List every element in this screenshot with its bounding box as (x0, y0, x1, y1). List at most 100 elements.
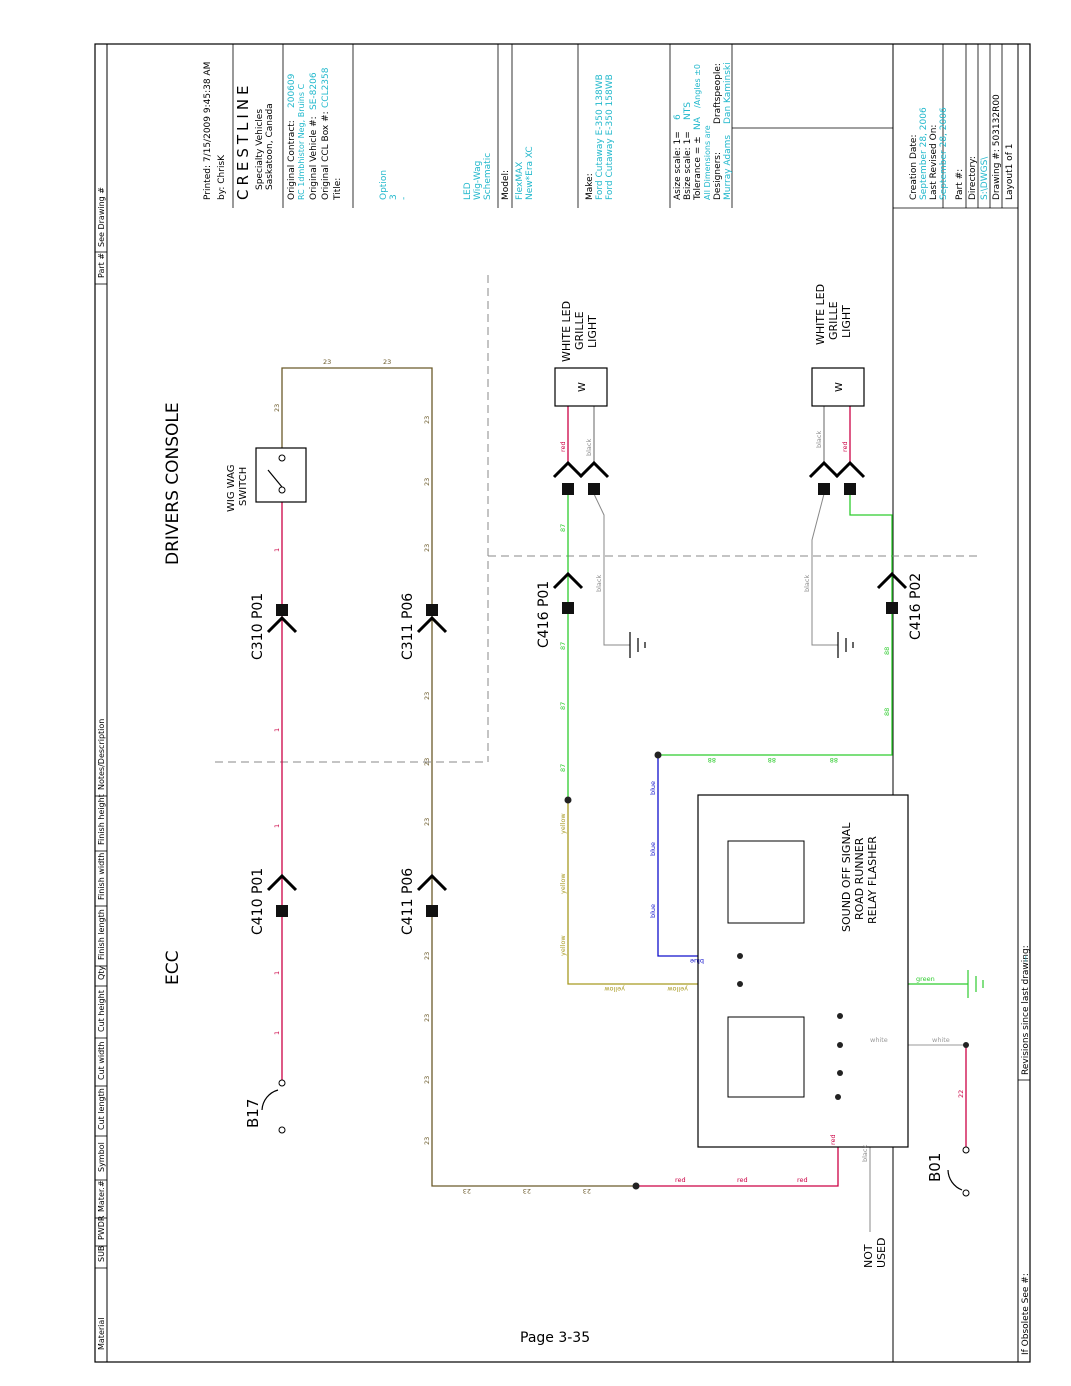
svg-text:blue: blue (690, 957, 704, 965)
switch-label-2: SWITCH (238, 467, 249, 506)
tolerance-extra: /Angles ±0 (693, 64, 702, 108)
connector-c416-p01: C416 P01 (536, 571, 584, 648)
not-used-label-2: USED (875, 1238, 888, 1268)
junction-yellow (564, 796, 572, 804)
region-ecc: ECC (163, 951, 183, 985)
original-vehicle-value: SE-8206 (309, 72, 319, 110)
model-label: Model: (501, 170, 511, 200)
terminal-b17-label: B17 (244, 1099, 262, 1128)
light-2-label-3: LIGHT (840, 305, 853, 338)
svg-text:23: 23 (423, 1076, 431, 1084)
junction-red (632, 1182, 640, 1190)
header-column-dividers (95, 251, 107, 1269)
connector-c310-label: C310 P01 (250, 593, 266, 660)
svg-text:88: 88 (830, 756, 838, 764)
flasher-label-2: ROAD RUNNER (853, 837, 866, 920)
wire-labels: 1 1 1 1 1 23 23 23 23 23 23 23 23 23 23 … (273, 358, 965, 1195)
connector-c311: C311 P06 (400, 593, 448, 660)
svg-text:red: red (675, 1176, 686, 1184)
light-connectors (552, 460, 866, 495)
white-led-grille-light-1: W WHITE LED GRILLE LIGHT (554, 301, 608, 407)
white-led-grille-light-2: W WHITE LED GRILLE LIGHT (811, 284, 865, 407)
original-contract-value: 200609 (287, 73, 297, 108)
header-col-material: Material (97, 1318, 106, 1351)
connector-c416-p01-label: C416 P01 (536, 581, 552, 648)
svg-text:1: 1 (273, 728, 281, 732)
connector-c310: C310 P01 (250, 593, 298, 660)
title-label: Title: (333, 178, 343, 201)
title-value-3: Schematic (483, 153, 493, 200)
connector-c416-p02: C416 P02 (876, 571, 924, 640)
option-line-2: 3 (389, 194, 399, 200)
light-2-label-2: GRILLE (827, 301, 840, 340)
sheet-border (94, 43, 1031, 1363)
obsolete-label: If Obsolete See #: (1021, 1273, 1031, 1355)
svg-text:23: 23 (273, 404, 281, 412)
original-contract-label: Original Contract: (287, 120, 297, 200)
model-value-1: FlexMAX (515, 162, 525, 200)
junction-blue (654, 751, 662, 759)
svg-text:23: 23 (323, 358, 331, 366)
svg-text:23: 23 (423, 1137, 431, 1145)
svg-text:yellow: yellow (604, 985, 625, 993)
svg-text:23: 23 (423, 544, 431, 552)
svg-text:23: 23 (383, 358, 391, 366)
draftspeople-label: Draftspeople: (713, 63, 723, 124)
svg-text:1: 1 (273, 1031, 281, 1035)
header-strip: Material SUB PWDR Mater.# Symbol Cut len… (97, 187, 106, 1350)
directory-value: S:\DWGS\ (980, 156, 990, 200)
light-1-label-2: GRILLE (573, 311, 586, 350)
connector-c311-label: C311 P06 (400, 593, 416, 660)
svg-text:23: 23 (423, 818, 431, 826)
terminal-b01: B01 (926, 1146, 970, 1197)
light-1-label-3: LIGHT (586, 315, 599, 348)
light-2-label-1: WHITE LED (814, 284, 827, 345)
svg-text:red: red (797, 1176, 808, 1184)
original-vehicle-label: Original Vehicle #: (309, 116, 319, 200)
svg-text:blue: blue (649, 781, 657, 795)
header-col-cut-width: Cut width (97, 1042, 106, 1080)
svg-text:yellow: yellow (559, 935, 567, 956)
svg-text:red: red (829, 1134, 837, 1145)
header-col-sub: SUB (97, 1246, 106, 1262)
svg-text:88: 88 (883, 647, 891, 655)
revisions-value: -- (1021, 956, 1031, 963)
light-1-symbol: W (577, 382, 588, 392)
creation-date-label: Creation Date: (909, 135, 919, 200)
page-number: Page 3-35 (520, 1330, 591, 1346)
terminal-b17: B17 (244, 1079, 286, 1134)
asize-value: 6 (673, 114, 683, 120)
svg-text:blue: blue (649, 904, 657, 918)
option-line-1: Option (379, 170, 389, 200)
svg-text:red: red (737, 1176, 748, 1184)
svg-text:23: 23 (463, 1187, 471, 1195)
svg-text:87: 87 (559, 524, 567, 532)
svg-text:yellow: yellow (559, 873, 567, 894)
flasher-label-3: RELAY FLASHER (866, 836, 879, 924)
svg-text:23: 23 (423, 952, 431, 960)
connector-c410-label: C410 P01 (250, 868, 266, 935)
svg-text:87: 87 (559, 642, 567, 650)
directory-label: Directory: (968, 156, 978, 200)
draftspeople-value: Dan Kaminski (723, 62, 733, 124)
layout-label: Layout1 of 1 (1005, 144, 1015, 200)
svg-text:yellow: yellow (559, 813, 567, 834)
last-revised-value: September 28, 2006 (939, 107, 949, 200)
asize-label: Asize scale: 1= (673, 131, 683, 200)
tolerance-value: NA (693, 116, 703, 130)
header-col-finish-width: Finish width (97, 853, 106, 900)
connector-c411: C411 P06 (400, 868, 448, 935)
svg-text:23: 23 (423, 758, 431, 766)
not-used-label-1: NOT (862, 1244, 875, 1268)
header-col-qty: Qty (97, 966, 106, 980)
option-line-3: - (399, 197, 409, 200)
light-leads (567, 406, 851, 462)
header-col-pwdr: PWDR (97, 1215, 106, 1240)
title-value-1: LED (463, 182, 473, 200)
svg-text:22: 22 (957, 1090, 965, 1098)
svg-text:black: black (861, 1145, 869, 1162)
svg-text:yellow: yellow (667, 985, 688, 993)
svg-text:white: white (932, 1036, 950, 1044)
header-col-symbol: Symbol (97, 1142, 106, 1172)
